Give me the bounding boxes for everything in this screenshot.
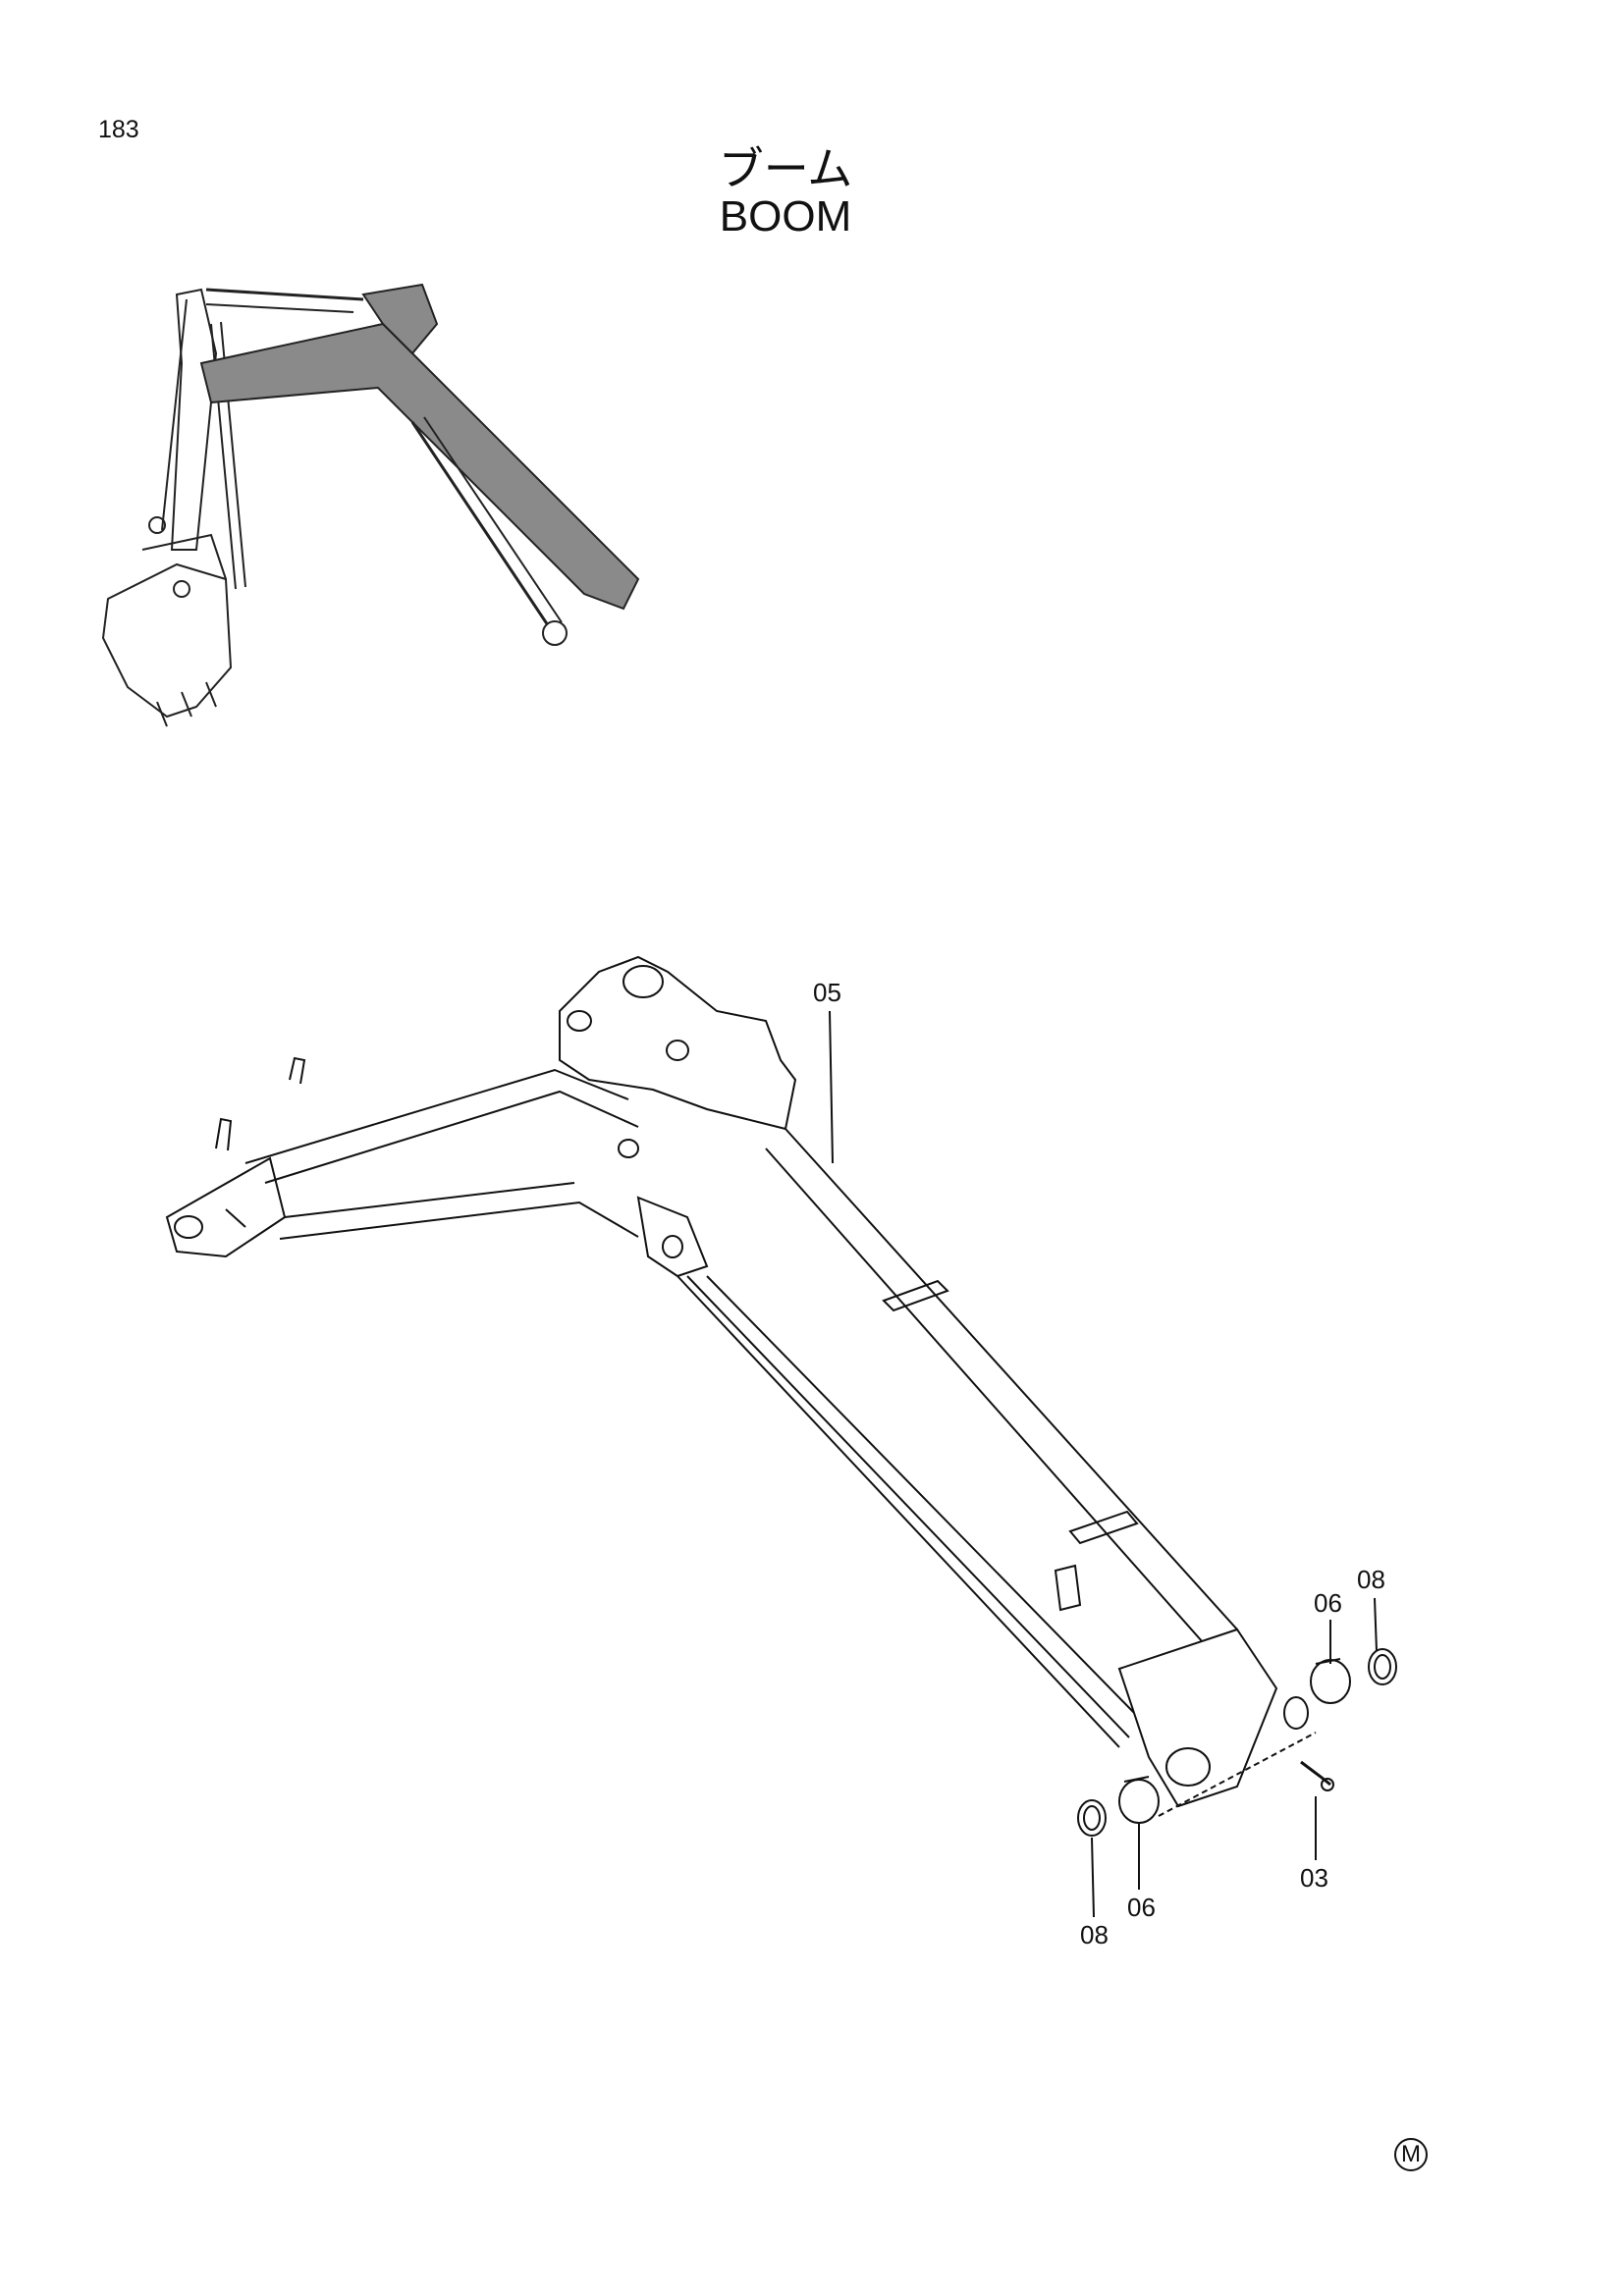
page-title-english: BOOM [719, 192, 852, 240]
boom-tip [1117, 1628, 1278, 1808]
grease-fitting-shape [1300, 1760, 1331, 1787]
callout-08-right: 08 [1357, 1565, 1385, 1594]
page-title-japanese: ブーム [718, 142, 853, 195]
callout-05: 05 [813, 978, 841, 1007]
seal-right-shape [1368, 1648, 1397, 1685]
overview-boom-highlight [199, 322, 640, 611]
bushing-right-shape [1310, 1659, 1351, 1704]
boom-tip-pin-hole [1165, 1747, 1211, 1787]
boom-foot [165, 1156, 287, 1258]
overview-illustration [101, 283, 640, 727]
boom-knee-bracket [559, 955, 797, 1131]
callout-03: 03 [1300, 1863, 1328, 1893]
callout-08-left: 08 [1080, 1920, 1109, 1949]
callout-leaders [829, 1010, 1378, 1918]
manufacturer-mark: M [1394, 2138, 1428, 2171]
callout-06-left: 06 [1127, 1893, 1156, 1922]
page-number: 183 [98, 116, 139, 143]
seal-left-shape [1077, 1799, 1107, 1837]
boom-drawing [165, 955, 1397, 1837]
boom-foot-pin-hole [174, 1215, 203, 1239]
bushing-left-shape [1118, 1779, 1160, 1824]
callout-06-right: 06 [1314, 1588, 1342, 1618]
